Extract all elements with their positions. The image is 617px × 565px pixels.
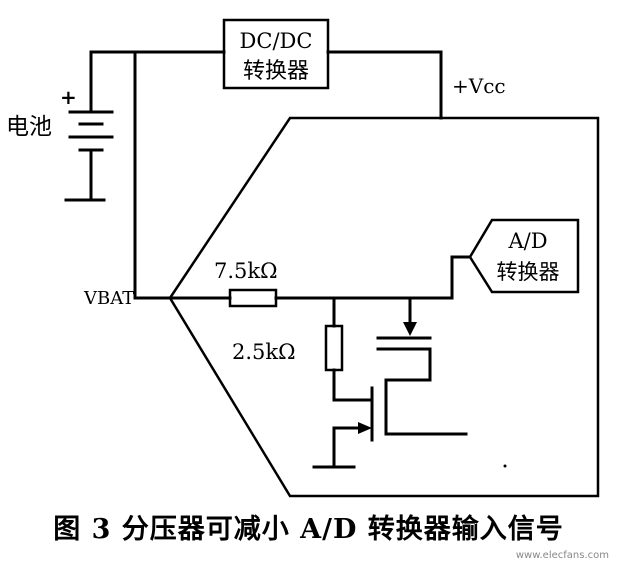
upper-fet-arrow — [403, 322, 417, 336]
battery-label: 电池 — [6, 114, 52, 140]
dcdc-converter-box — [222, 18, 330, 90]
dcdc-label-line2: 转换器 — [243, 59, 309, 84]
figure-caption: 图 3 分压器可减小 A/D 转换器输入信号 — [53, 514, 564, 545]
adc-box — [468, 218, 580, 294]
fet-link-wire — [384, 347, 432, 382]
dcdc-label-line1: DC/DC — [240, 29, 313, 53]
adc-input-wire — [408, 255, 472, 324]
vbat-wire — [133, 50, 172, 300]
watermark: www.elecfans.com — [515, 550, 609, 561]
battery-top-wire — [89, 50, 226, 99]
resistor-2.5k — [324, 324, 344, 372]
battery-plus-sign: + — [60, 85, 77, 109]
battery-symbol — [64, 95, 114, 202]
resistor-7.5k — [228, 288, 278, 308]
module-outline — [168, 116, 600, 498]
resistor-7.5k-label: 7.5kΩ — [214, 259, 278, 283]
vcc-wire — [326, 50, 443, 120]
vcc-label: +Vcc — [452, 74, 506, 98]
adc-label-line2: 转换器 — [497, 260, 560, 284]
vbat-label: VBAT — [83, 288, 134, 309]
lower-fet-arrow — [358, 422, 372, 434]
adc-label-line1: A/D — [507, 229, 547, 253]
resistor-2.5k-label: 2.5kΩ — [232, 340, 296, 364]
scan-speck — [503, 464, 507, 468]
